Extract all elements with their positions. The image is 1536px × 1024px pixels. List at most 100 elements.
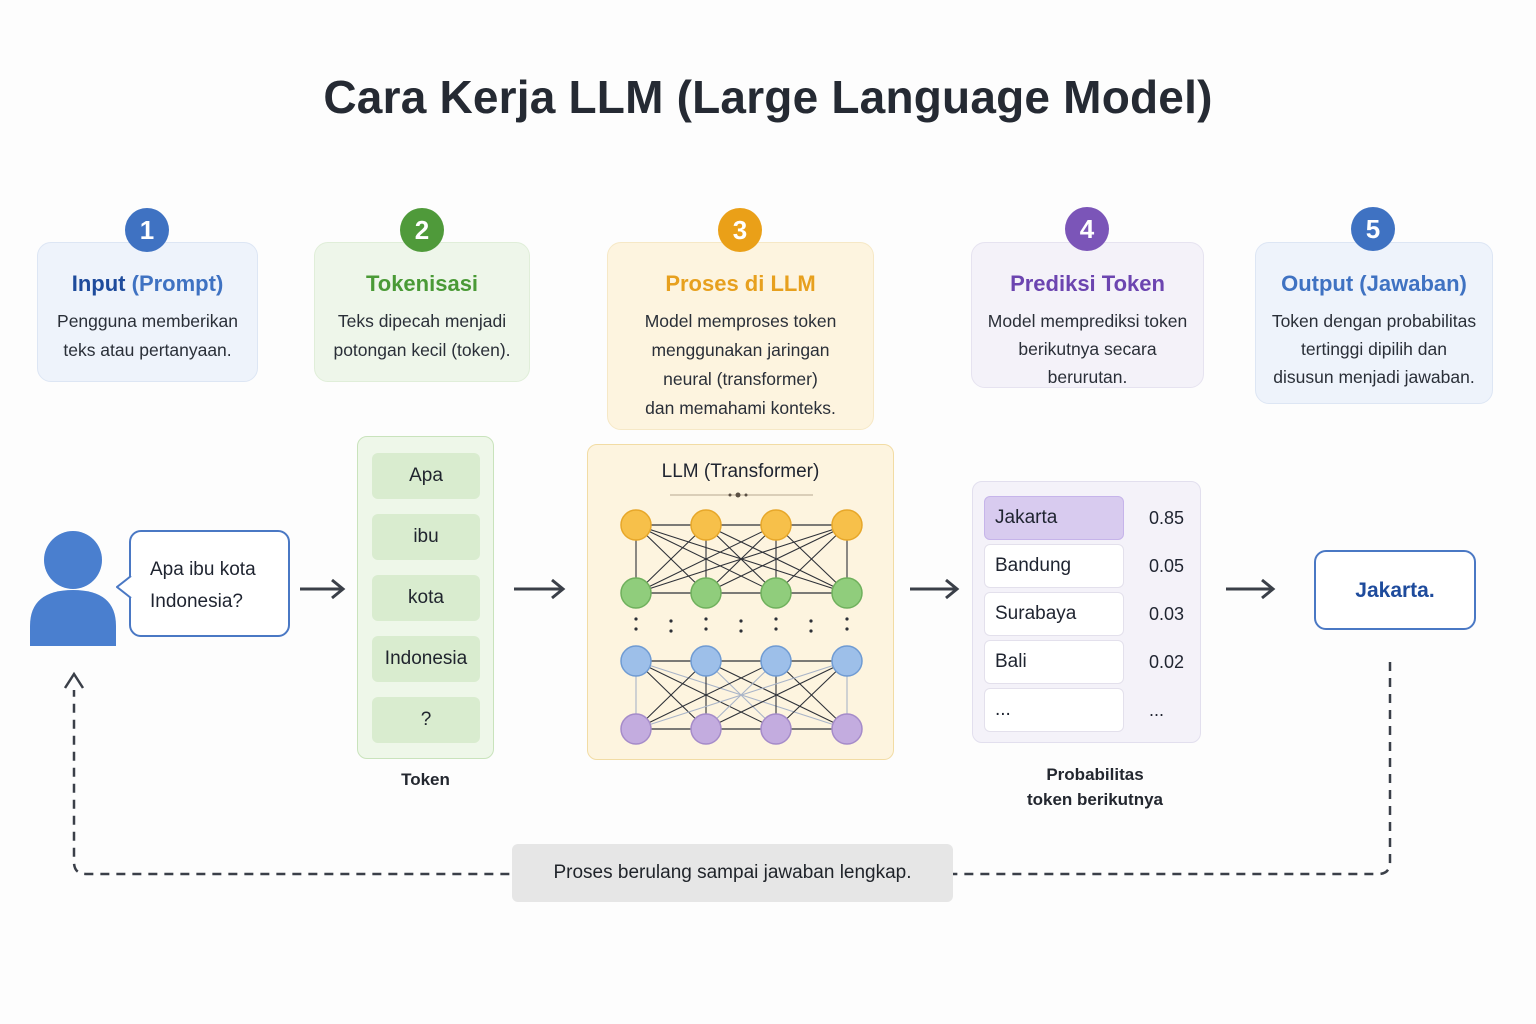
token-chip: kota [372,575,480,621]
step-4-desc-line: berurutan. [1047,367,1128,387]
step-3-desc-line: Model memproses token [644,311,837,331]
arrow-right-icon [1226,578,1276,600]
network-edge [635,524,707,594]
step-4-desc-line: berikutnya secara [1018,339,1157,359]
ellipsis-dot [774,617,778,621]
token-chip: ibu [372,514,480,560]
step-2-card: Tokenisasi Teks dipecah menjadi potongan… [314,242,530,382]
step-2-desc-line: Teks dipecah menjadi [337,311,507,331]
prompt-bubble: Apa ibu kota Indonesia? [129,530,290,637]
step-5-card: Output (Jawaban) Token dengan probabilit… [1255,242,1493,404]
ellipsis-dot [669,629,673,633]
prediction-probability: ... [1149,700,1165,720]
step-3-badge: 3 [718,208,762,252]
step-5-title: Output (Jawaban) [1256,271,1492,297]
network-node [831,509,863,541]
token-chip: ? [372,697,480,743]
network-edge [635,660,707,730]
prediction-probability: 0.02 [1149,652,1185,672]
ellipsis-dot [845,617,849,621]
step-1-desc-line: teks atau pertanyaan. [63,340,232,360]
network-node [760,713,792,745]
prediction-panel: Jakarta 0.85 Bandung 0.05 Surabaya 0.03 … [972,481,1201,743]
network-node [690,577,722,609]
ellipsis-dot [704,627,708,631]
network-node [831,577,863,609]
network-edge [635,524,848,594]
step-1-desc: Pengguna memberikan teks atau pertanyaan… [38,307,257,365]
step-3-card: Proses di LLM Model memproses token meng… [607,242,874,430]
ellipsis-dot [634,627,638,631]
step-5-desc-line: Token dengan probabilitas [1271,311,1477,331]
step-1-title-sub: (Prompt) [125,271,224,296]
page-title: Cara Kerja LLM (Large Language Model) [323,71,1213,123]
step-4-desc-line: Model memprediksi token [987,311,1188,331]
network-node [760,577,792,609]
ellipsis-dot [809,619,813,623]
prediction-token: Bandung [984,544,1124,588]
llm-panel: LLM (Transformer) [587,444,894,760]
step-3-title: Proses di LLM [665,271,816,296]
network-node [831,645,863,677]
step-4-card: Prediksi Token Model memprediksi token b… [971,242,1204,388]
loop-label: Proses berulang sampai jawaban lengkap. [512,844,953,902]
network-node [620,577,652,609]
step-3-desc-line: menggunakan jaringan [651,340,830,360]
step-5-title-sub: (Jawaban) [1353,271,1467,296]
step-1-badge: 1 [125,208,169,252]
network-node [620,645,652,677]
prediction-caption: Probabilitas token berikutnya [990,762,1200,812]
step-3-desc-line: dan memahami konteks. [645,398,836,418]
step-2-desc-line: potongan kecil (token). [333,340,511,360]
step-1-title: Input (Prompt) [38,271,257,297]
bubble-tail [116,576,132,598]
llm-label: LLM (Transformer) [661,461,820,482]
network-edge [705,660,848,730]
arrow-right-icon [514,578,566,600]
network-node [690,509,722,541]
token-chip: Apa [372,453,480,499]
step-4-badge: 4 [1065,207,1109,251]
prediction-caption-line: token berikutnya [1026,790,1164,809]
token-caption: Token [401,770,450,789]
step-5-desc: Token dengan probabilitas tertinggi dipi… [1256,307,1492,391]
network-node [690,713,722,745]
output-answer: Jakarta. [1314,550,1476,630]
ellipsis-dot [669,619,673,623]
prediction-token: ... [984,688,1124,732]
step-5-badge: 5 [1351,207,1395,251]
step-2-desc: Teks dipecah menjadi potongan kecil (tok… [315,307,529,365]
step-3-desc: Model memproses token menggunakan jaring… [608,307,873,423]
network-edge [705,524,848,594]
network-edge [635,660,848,730]
ellipsis-dot [739,619,743,623]
arrow-right-icon [910,578,960,600]
step-2-title: Tokenisasi [365,271,479,296]
prompt-line: Indonesia? [150,591,243,612]
network-node [620,713,652,745]
prediction-token: Bali [984,640,1124,684]
prediction-probability: 0.03 [1149,604,1185,624]
step-5-desc-line: tertinggi dipilih dan [1301,339,1447,359]
step-5-title-main: Output [1281,271,1354,296]
token-panel: Apa ibu kota Indonesia ? [357,436,494,759]
ellipsis-dot [739,629,743,633]
network-edge [775,524,848,594]
prediction-token: Surabaya [984,592,1124,636]
network-node [760,509,792,541]
network-edge [775,660,848,730]
prompt-line: Apa ibu kota [150,559,256,580]
ellipsis-dot [809,629,813,633]
neural-network-diagram [620,492,863,745]
step-4-desc: Model memprediksi token berikutnya secar… [972,307,1203,391]
ellipsis-dot [704,617,708,621]
network-edge [635,524,777,594]
prediction-probability: 0.85 [1149,508,1185,528]
step-5-desc-line: disusun menjadi jawaban. [1273,367,1475,387]
prediction-probability: 0.05 [1149,556,1185,576]
arrow-right-icon [300,578,346,600]
user-icon [30,531,116,646]
network-edge [635,660,777,730]
prediction-token: Jakarta [984,496,1124,540]
step-1-desc-line: Pengguna memberikan [57,311,238,331]
